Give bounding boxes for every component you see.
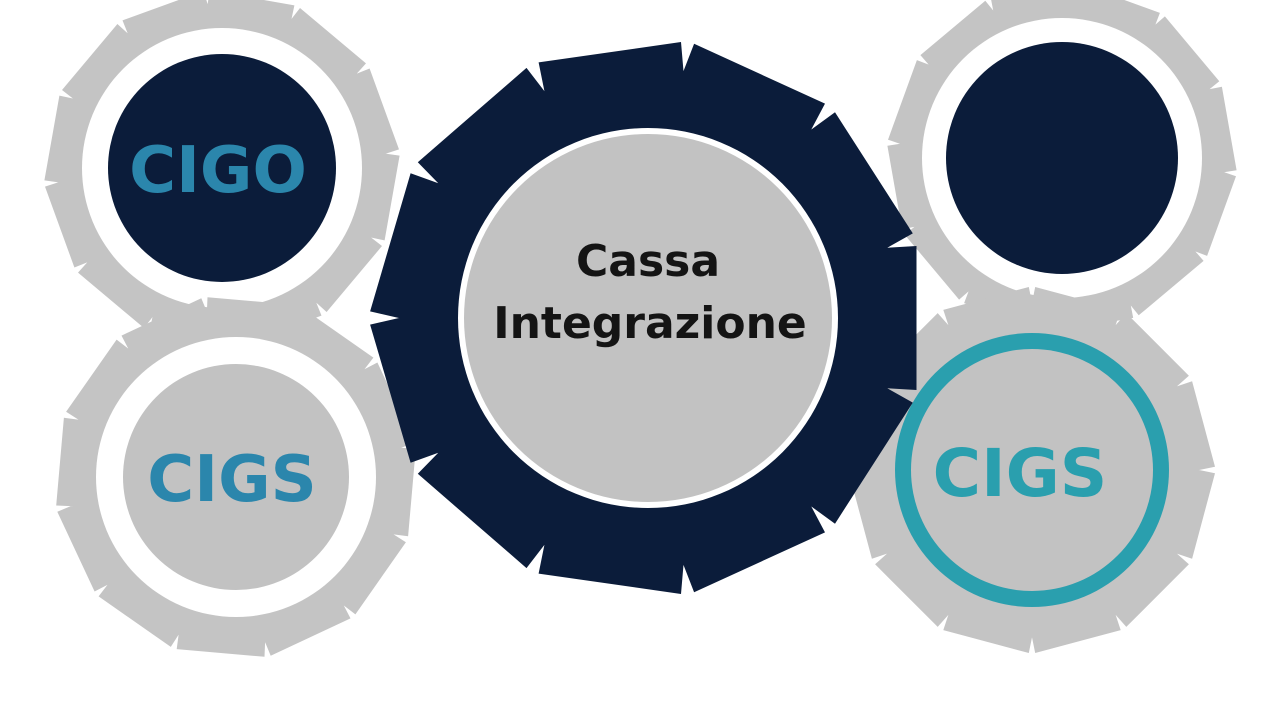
gear-top-left: CIGO [44,0,400,346]
gear-center-disc [464,134,832,502]
gear-bottom-left-disc [123,364,349,590]
gear-top-left-disc [108,54,336,282]
gear-bottom-right-label: CIGS [933,435,1108,512]
gear-top-right [887,0,1237,333]
gear-bottom-right: CIGS [849,287,1215,653]
gear-center: Cassa Integrazione [370,42,917,594]
gear-bottom-right-disc [911,349,1153,591]
gear-top-right-disc [946,42,1178,274]
gear-top-left-label: CIGO [129,134,307,208]
gear-bottom-left: CIGS [56,297,416,657]
gear-center-title-line2: Integrazione [493,298,807,349]
gear-bottom-left-label: CIGS [147,443,316,517]
gear-center-title-line1: Cassa [576,236,720,287]
